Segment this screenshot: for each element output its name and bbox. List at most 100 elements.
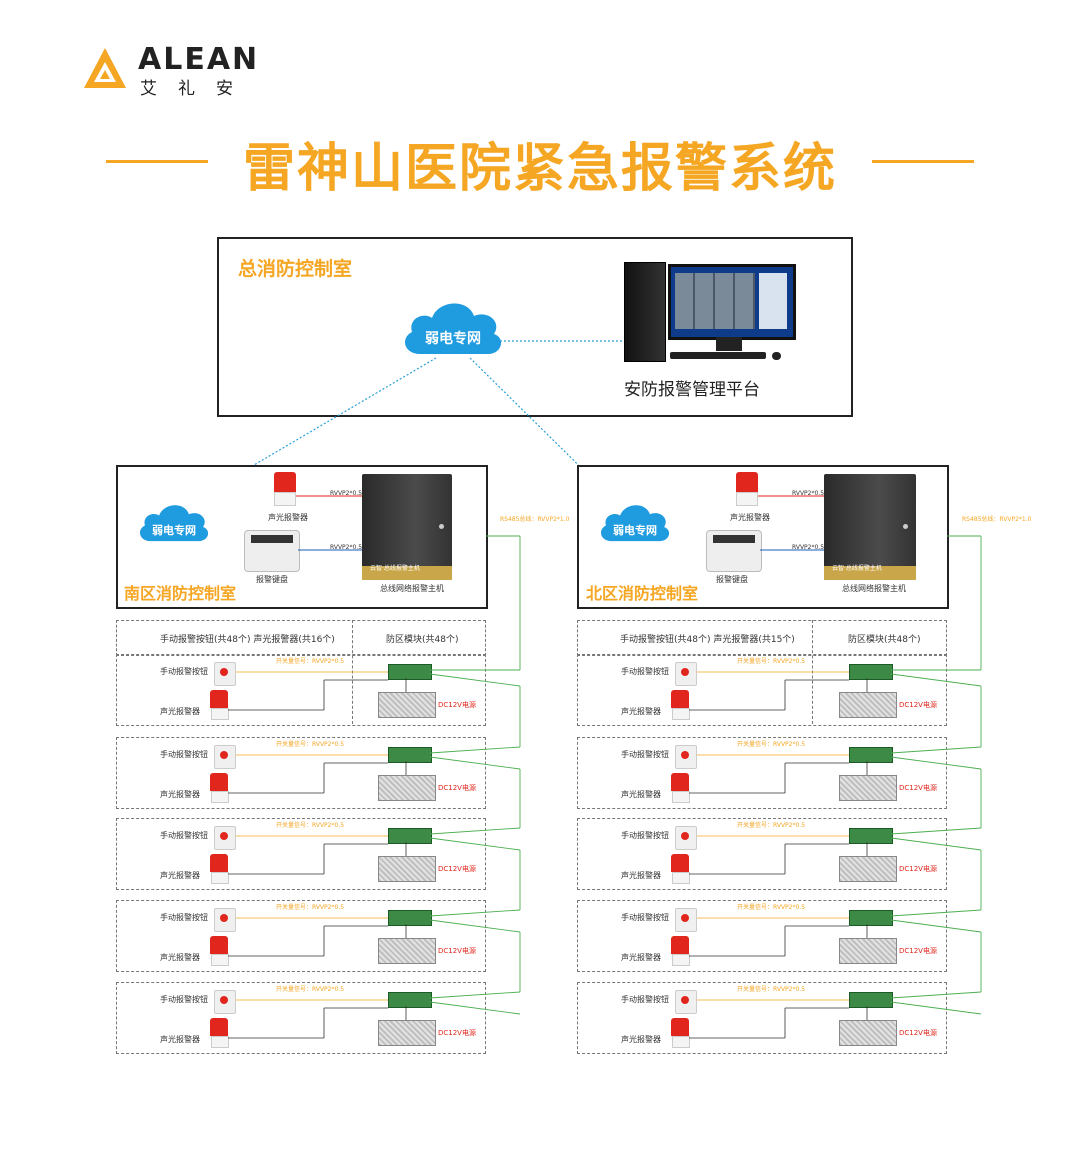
south-siren-base-icon [211,791,229,803]
south-psu-icon [378,938,436,964]
south-signal-wire-label: 开关量信号：RVVP2*0.5 [276,986,345,993]
south-button-dot-icon [220,668,228,676]
south-button-dot-icon [220,751,228,759]
south-psu-icon [378,775,436,801]
south-psu-icon [378,856,436,882]
north-psu-icon [839,775,897,801]
north-header-left: 手动报警按钮(共48个) 声光报警器(共15个) [620,635,795,645]
north-psu-icon [839,938,897,964]
north-siren-base-icon [672,791,690,803]
south-psu-label: DC12V电源 [438,701,476,709]
south-psu-label: DC12V电源 [438,1029,476,1037]
north-bus-next [890,991,982,999]
north-zone-row [577,737,947,809]
monitor-icon [668,264,796,340]
north-bus-next [890,746,982,754]
south-bus-out [429,837,521,851]
south-bus-out [429,756,521,770]
north-psu-label: DC12V电源 [899,865,937,873]
mouse-icon [772,352,781,360]
south-cloud-icon [139,505,209,542]
north-zone-row [577,654,947,726]
south-zone-row [116,818,486,890]
south-button-label: 手动报警按钮 [160,831,208,840]
north-siren-base-icon [672,872,690,884]
south-psu-icon [378,1020,436,1046]
south-host-badge: 云智·总线报警主机 [370,565,420,572]
south-zone-module-icon [388,828,432,844]
north-siren-icon [671,854,689,872]
south-psu-icon [378,692,436,718]
north-button-label: 手动报警按钮 [621,995,669,1004]
north-signal-wire-label: 开关量信号：RVVP2*0.5 [737,986,806,993]
north-zone-row [577,818,947,890]
south-button-dot-icon [220,914,228,922]
south-keypad-label: 报警键盘 [256,575,288,584]
south-siren-icon [210,854,228,872]
north-cloud-icon [600,505,670,542]
north-siren-icon [671,773,689,791]
north-siren-base-icon [672,708,690,720]
south-siren-label: 声光报警器 [160,1035,200,1044]
north-zone-row [577,900,947,972]
north-button-dot-icon [681,668,689,676]
title-right-line [872,160,974,163]
north-bus-next [890,909,982,917]
south-siren-label: 声光报警器 [160,707,200,716]
north-zone-module-icon [849,747,893,763]
north-zone-module-icon [849,828,893,844]
south-bus-next [429,827,521,835]
south-psu-label: DC12V电源 [438,865,476,873]
north-siren-base-icon [672,1036,690,1048]
north-signal-wire-label: 开关量信号：RVVP2*0.5 [737,822,806,829]
south-header-right: 防区模块(共48个) [386,635,459,645]
south-psu-label: DC12V电源 [438,784,476,792]
north-button-label: 手动报警按钮 [621,750,669,759]
south-psu-label: DC12V电源 [438,947,476,955]
south-keypad-icon [244,530,300,572]
north-bus-next [890,827,982,835]
north-bus-out [890,673,982,687]
south-bus-out [429,1001,521,1015]
south-button-dot-icon [220,996,228,1004]
south-zone-row [116,737,486,809]
south-signal-wire-label: 开关量信号：RVVP2*0.5 [276,904,345,911]
south-siren-icon [274,472,296,506]
south-button-label: 手动报警按钮 [160,667,208,676]
south-button-label: 手动报警按钮 [160,913,208,922]
south-siren-label: 声光报警器 [160,790,200,799]
south-bus-wire-label: RS485总线：RVVP2*1.0 [500,516,570,523]
south-host-label: 总线网络报警主机 [380,584,444,593]
north-psu-label: DC12V电源 [899,1029,937,1037]
north-alarm-host-panel [824,474,916,580]
pc-tower-icon [624,262,666,362]
north-button-dot-icon [681,996,689,1004]
north-siren-label: 声光报警器 [621,790,661,799]
north-bus-out [890,756,982,770]
south-cloud-label: 弱电专网 [152,524,196,537]
north-psu-label: DC12V电源 [899,947,937,955]
north-button-dot-icon [681,751,689,759]
north-siren-label: 声光报警器 [621,1035,661,1044]
north-button-label: 手动报警按钮 [621,913,669,922]
south-siren-base-icon [211,872,229,884]
south-siren-icon [210,773,228,791]
north-button-label: 手动报警按钮 [621,667,669,676]
north-bus-out [890,1001,982,1015]
north-host-label: 总线网络报警主机 [842,584,906,593]
south-signal-wire-label: 开关量信号：RVVP2*0.5 [276,741,345,748]
north-signal-wire-label: 开关量信号：RVVP2*0.5 [737,658,806,665]
south-zone-row [116,982,486,1054]
north-psu-icon [839,856,897,882]
south-button-dot-icon [220,832,228,840]
title-left-line [106,160,208,163]
north-zone-row [577,982,947,1054]
south-header-left: 手动报警按钮(共48个) 声光报警器(共16个) [160,635,335,645]
south-zone-module-icon [388,747,432,763]
north-siren-label: 声光报警器 [730,513,770,522]
south-bus-out [429,919,521,933]
south-room-label: 南区消防控制室 [124,584,237,603]
south-alarm-host-panel [362,474,452,580]
south-siren-label: 声光报警器 [160,953,200,962]
